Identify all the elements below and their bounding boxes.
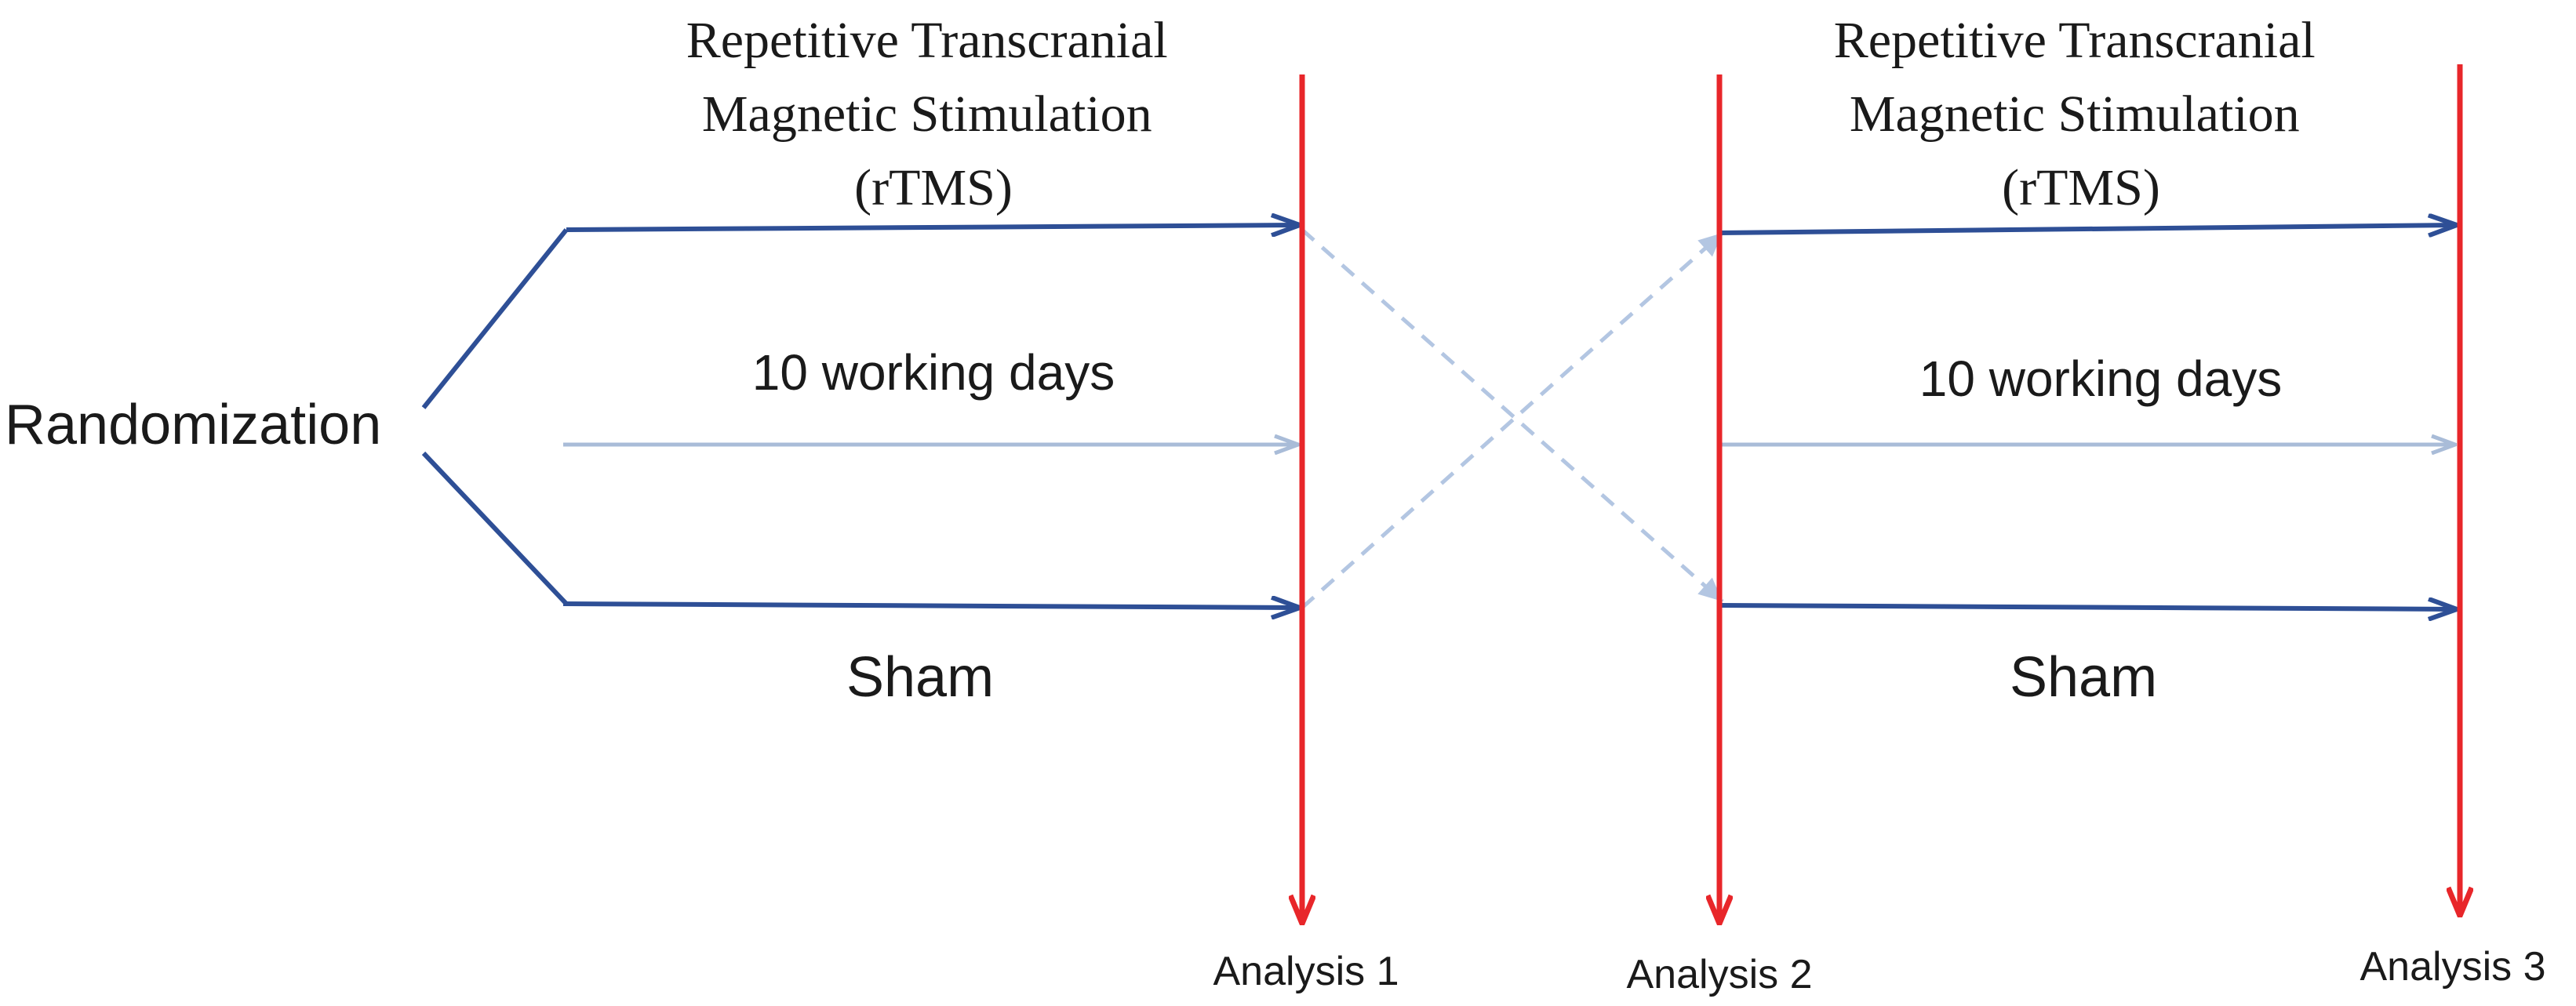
phase1-sham-label: Sham [846,646,994,709]
phase2-sham-label: Sham [2010,646,2157,709]
randomization-branch-upper [421,228,569,409]
phase2-duration-label: 10 working days [1919,350,2282,407]
phase1-duration-label: 10 working days [752,344,1115,401]
phase1-title-line-3: (rTMS) [854,159,1013,216]
randomization-branch-lower [421,451,569,606]
phase2-sham-arrow [1719,605,2457,609]
phase2-title: Repetitive Transcranial Magnetic Stimula… [1834,12,2329,216]
phase1-sham-arrow [562,604,1300,608]
analysis-3-label: Analysis 3 [2360,944,2546,990]
phase2-rtms-arrow [1719,225,2457,233]
randomization-label: Randomization [5,394,381,456]
crossover-rtms-to-sham-arrow [1301,228,1724,603]
phase2-title-line-1: Repetitive Transcranial [1834,12,2316,69]
phase1-title-line-1: Repetitive Transcranial [686,12,1168,69]
phase1-title: Repetitive Transcranial Magnetic Stimula… [686,12,1181,216]
phase2-title-line-2: Magnetic Stimulation [1850,85,2300,143]
phase1-rtms-arrow [566,225,1300,230]
crossover-sham-to-rtms-arrow [1301,231,1724,609]
phase1-title-line-2: Magnetic Stimulation [702,85,1152,143]
phase2-title-line-3: (rTMS) [2002,159,2160,216]
analysis-2-label: Analysis 2 [1627,952,1813,997]
analysis-1-label: Analysis 1 [1213,949,1399,994]
